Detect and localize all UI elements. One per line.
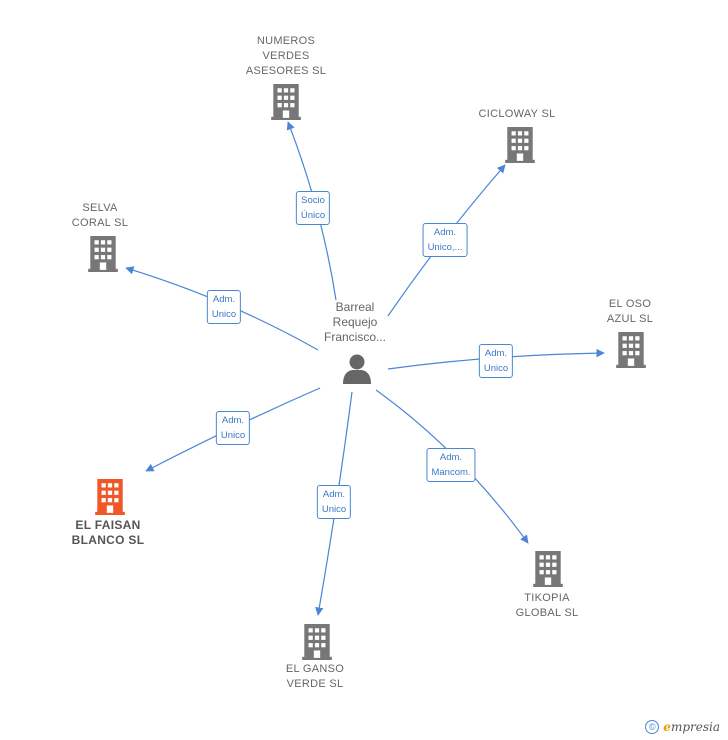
building-icon[interactable] bbox=[271, 84, 301, 120]
edge-label-cicloway: Adm. Unico,... bbox=[422, 223, 468, 257]
company-label-tikopia[interactable]: TIKOPIA GLOBAL SL bbox=[515, 592, 579, 619]
building-icon[interactable] bbox=[505, 127, 535, 163]
building-icon[interactable] bbox=[302, 624, 332, 660]
edge-label-elganso: Adm. Unico bbox=[316, 485, 352, 519]
edge-label-selva: Adm. Unico bbox=[206, 290, 242, 324]
footer-brand[interactable]: © empresia bbox=[645, 720, 720, 734]
company-label-numeros[interactable]: NUMEROS VERDES ASESORES SL bbox=[245, 35, 327, 77]
edge-label-eloso: Adm. Unico bbox=[478, 344, 514, 378]
building-icon[interactable] bbox=[88, 236, 118, 272]
building-icon[interactable] bbox=[95, 479, 125, 515]
edge-label-elfaisan: Adm. Unico bbox=[215, 411, 251, 445]
brand-logo: empresia bbox=[663, 720, 720, 734]
building-icon[interactable] bbox=[616, 332, 646, 368]
edge-label-tikopia: Adm. Mancom. bbox=[426, 448, 476, 482]
edge-label-numeros: Socio Único bbox=[295, 191, 331, 225]
center-person-label[interactable]: Barreal Requejo Francisco... bbox=[323, 300, 387, 344]
company-label-selva[interactable]: SELVA CORAL SL bbox=[71, 202, 129, 229]
company-label-elganso[interactable]: EL GANSO VERDE SL bbox=[285, 663, 345, 690]
person-icon[interactable] bbox=[343, 354, 371, 385]
building-icon[interactable] bbox=[533, 551, 563, 587]
copyright-icon: © bbox=[645, 720, 660, 734]
company-label-elfaisan[interactable]: EL FAISAN BLANCO SL bbox=[71, 518, 145, 547]
company-label-eloso[interactable]: EL OSO AZUL SL bbox=[606, 298, 654, 325]
company-label-cicloway[interactable]: CICLOWAY SL bbox=[478, 108, 556, 120]
